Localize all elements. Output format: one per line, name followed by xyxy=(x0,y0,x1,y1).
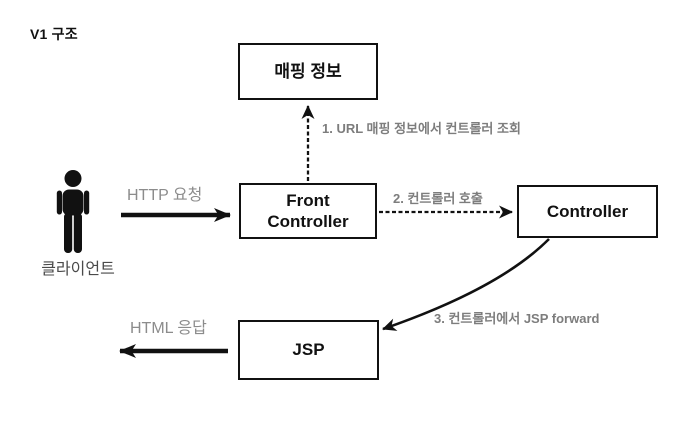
node-jsp: JSP xyxy=(238,320,379,380)
step2-label: 2. 컨트롤러 호출 xyxy=(393,191,483,206)
diagram-title: V1 구조 xyxy=(30,26,78,42)
html-response-label: HTML 응답 xyxy=(130,320,207,337)
node-controller-label: Controller xyxy=(546,201,629,221)
node-front-controller: Front Controller xyxy=(239,183,377,239)
step3-label: 3. 컨트롤러에서 JSP forward xyxy=(434,311,600,326)
node-mapping-info: 매핑 정보 xyxy=(238,43,378,100)
node-controller: Controller xyxy=(517,185,658,238)
http-request-label: HTTP 요청 xyxy=(127,187,203,204)
client-label: 클라이언트 xyxy=(41,261,115,278)
node-mapping-info-label: 매핑 정보 xyxy=(274,61,342,81)
client-person-icon xyxy=(56,170,90,253)
node-jsp-label: JSP xyxy=(292,340,325,360)
step1-label: 1. URL 매핑 정보에서 컨트롤러 조회 xyxy=(322,121,521,136)
node-front-controller-label: Front Controller xyxy=(267,190,349,231)
